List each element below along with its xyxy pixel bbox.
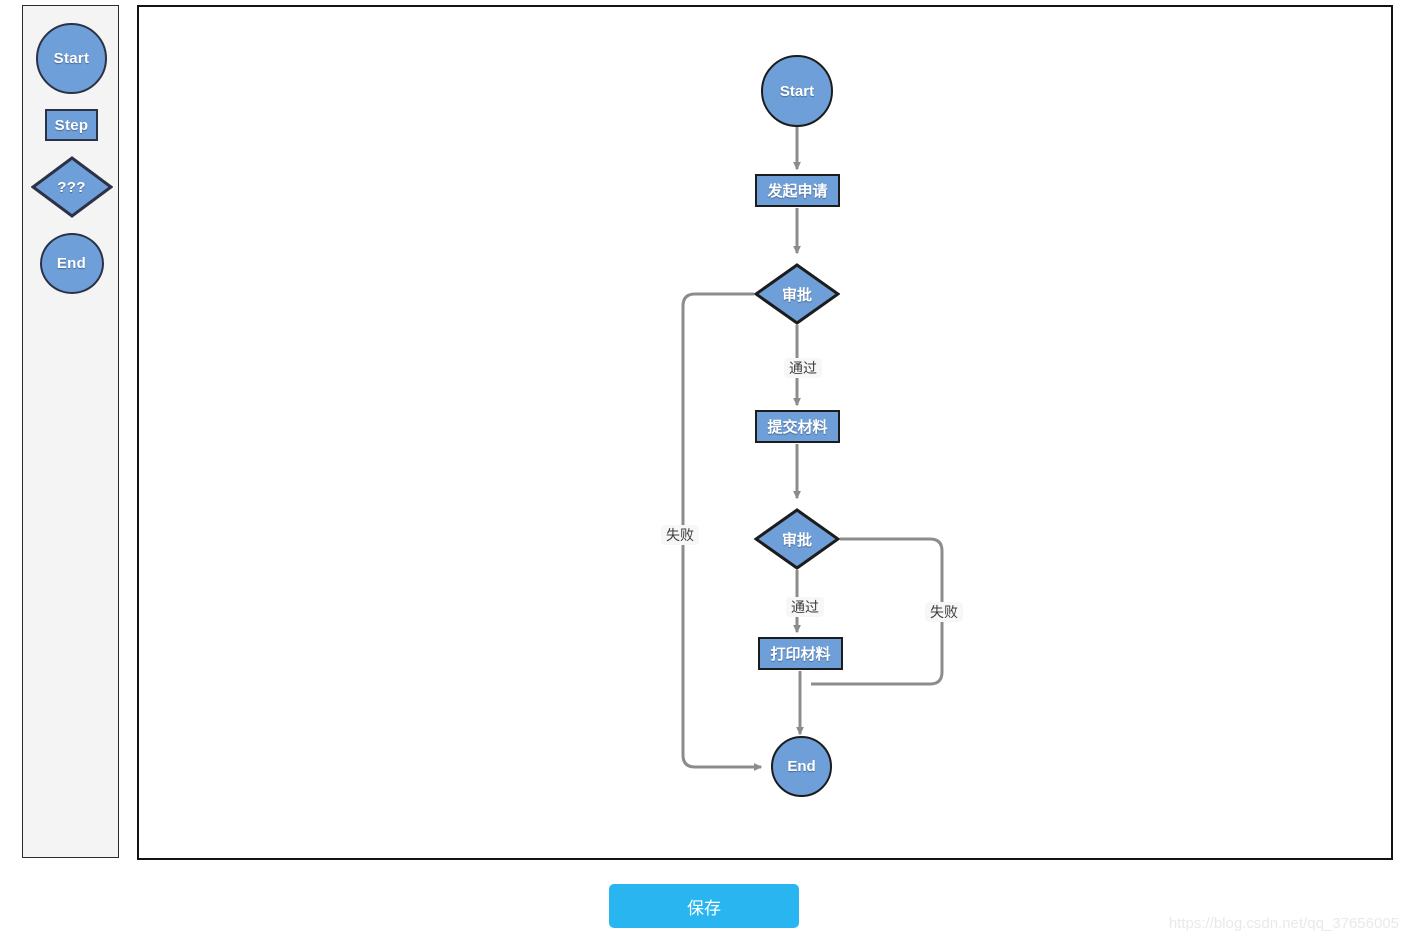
- node-start-label: Start: [779, 82, 815, 100]
- palette-item-start[interactable]: Start: [23, 23, 120, 94]
- node-audit1-shape: 审批: [754, 263, 840, 325]
- palette-item-end-label: End: [56, 255, 87, 272]
- palette-item-step[interactable]: Step: [23, 109, 120, 141]
- diamond-glyph: [754, 263, 840, 325]
- watermark-text: https://blog.csdn.net/qq_37656005: [1168, 915, 1399, 932]
- node-submit-label: 提交材料: [767, 419, 828, 436]
- node-audit2[interactable]: 审批: [754, 508, 840, 570]
- end-circle-shape: End: [39, 233, 104, 294]
- node-start[interactable]: Start: [761, 55, 833, 127]
- node-start-shape: Start: [761, 55, 833, 127]
- node-audit1[interactable]: 审批: [754, 263, 840, 325]
- flow-canvas[interactable]: Start 发起申请 审批 提交材料: [137, 5, 1393, 860]
- diamond-glyph: [30, 156, 113, 218]
- step-rect-shape: Step: [45, 109, 98, 141]
- node-print[interactable]: 打印材料: [758, 637, 843, 670]
- node-end[interactable]: End: [771, 736, 832, 797]
- palette-item-step-label: Step: [54, 116, 89, 134]
- shape-palette: Start Step ??? End: [22, 5, 119, 858]
- node-print-label: 打印材料: [770, 646, 831, 663]
- node-audit2-label: 审批: [781, 531, 812, 549]
- node-apply-label: 发起申请: [767, 183, 828, 200]
- node-audit1-label: 审批: [781, 286, 812, 304]
- node-submit[interactable]: 提交材料: [755, 410, 840, 443]
- diamond-glyph: [754, 508, 840, 570]
- node-end-label: End: [787, 758, 816, 775]
- save-button[interactable]: 保存: [609, 884, 799, 928]
- decision-diamond-shape: ???: [30, 156, 113, 218]
- palette-item-end[interactable]: End: [23, 233, 120, 294]
- edge-label-audit1-fail: 失败: [661, 525, 699, 545]
- start-circle-shape: Start: [36, 23, 107, 94]
- palette-item-decision[interactable]: ???: [23, 156, 120, 218]
- edge-label-audit2-pass: 通过: [786, 597, 824, 617]
- node-end-shape: End: [771, 736, 832, 797]
- node-apply[interactable]: 发起申请: [755, 174, 840, 207]
- node-audit2-shape: 审批: [754, 508, 840, 570]
- node-print-shape: 打印材料: [758, 637, 843, 670]
- node-submit-shape: 提交材料: [755, 410, 840, 443]
- edge-label-audit1-pass: 通过: [784, 358, 822, 378]
- palette-item-start-label: Start: [53, 50, 90, 67]
- edge-label-audit2-fail: 失败: [925, 602, 963, 622]
- node-apply-shape: 发起申请: [755, 174, 840, 207]
